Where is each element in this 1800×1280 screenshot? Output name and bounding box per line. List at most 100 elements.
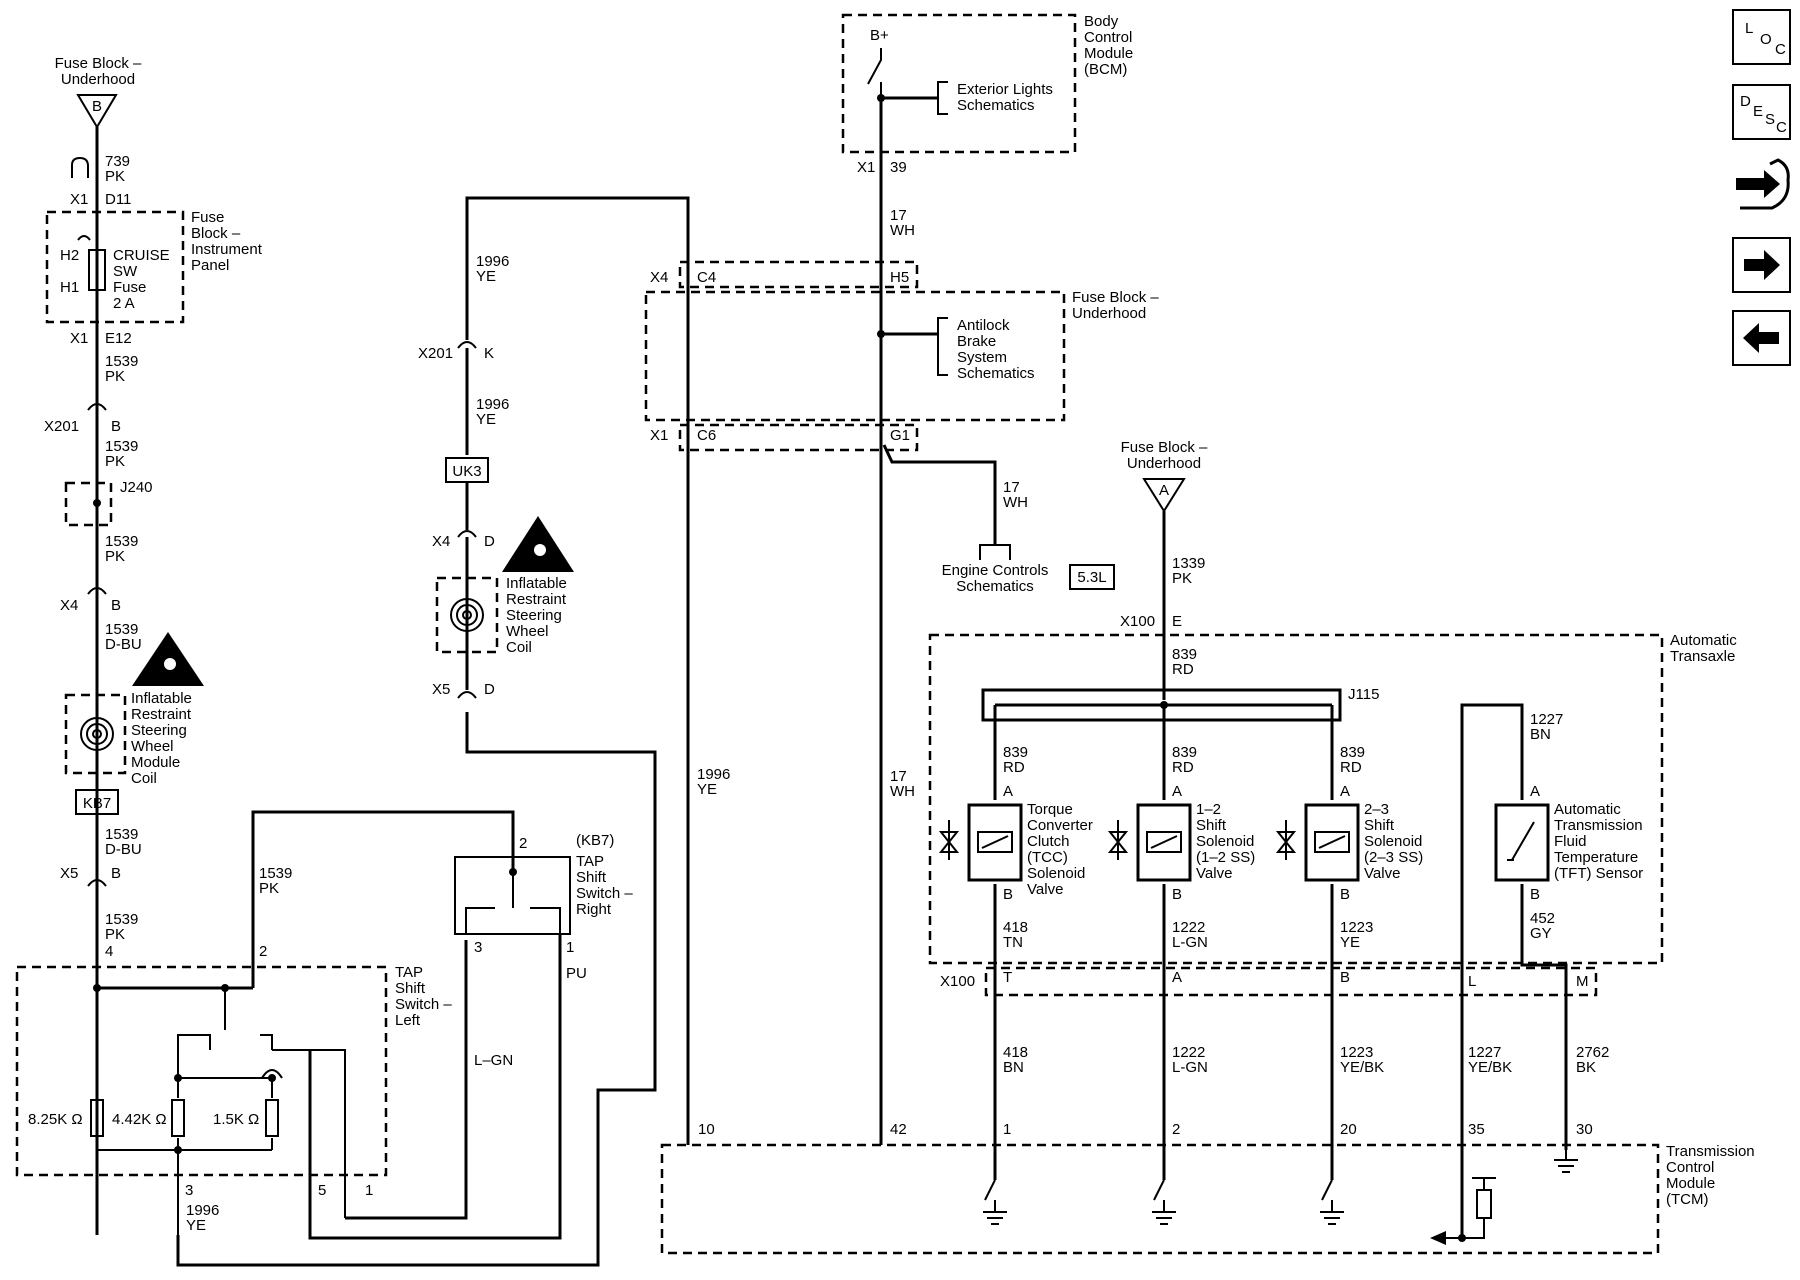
- ss23-wire-top-color: RD: [1340, 759, 1362, 776]
- x5-pin: B: [111, 865, 121, 882]
- desc-button[interactable]: D E S C: [1732, 84, 1791, 140]
- tcm-pin-m: 30: [1576, 1121, 1593, 1138]
- fuse-label-4: 2 A: [113, 295, 135, 312]
- tcc-driver-ground-icon: [983, 1179, 1007, 1225]
- bcm-switch: [867, 48, 882, 98]
- ss23-coil-slash: [1318, 835, 1346, 849]
- tft-pin-a: A: [1530, 783, 1540, 800]
- loc-button[interactable]: L O C: [1732, 9, 1791, 65]
- tap-right-pin-2: 2: [519, 835, 527, 852]
- ss23-label-2: Shift: [1364, 817, 1395, 834]
- tcm-pullup-resistor: [1476, 1189, 1492, 1219]
- ext-lights-1: Exterior Lights: [957, 81, 1053, 98]
- j115-splice-bar: [981, 688, 1342, 722]
- loc-letter-c: C: [1775, 41, 1786, 58]
- ss23-solenoid-box: [1304, 803, 1360, 882]
- hook-739: [71, 156, 89, 178]
- uk3-text: UK3: [452, 463, 481, 480]
- fuse-h2-hook: [77, 235, 91, 241]
- fuse-label-2: SW: [113, 263, 138, 280]
- fuse-block-b-triangle: [76, 94, 118, 129]
- x4-pin: B: [111, 597, 121, 614]
- tft-label-1: Automatic: [1554, 801, 1621, 818]
- fuse-label-1: CRUISE: [113, 247, 170, 264]
- tcc-label-4: (TCC): [1027, 849, 1068, 866]
- mid-coil-label-1: Inflatable: [506, 575, 567, 592]
- automatic-transaxle-box: [928, 633, 1664, 965]
- fb2-title-1: Fuse Block –: [1072, 289, 1159, 306]
- diagnostic-tools-button[interactable]: [1736, 158, 1790, 210]
- tap-left-wire-num: 1996: [186, 1202, 219, 1219]
- tap-right-title-4: Switch –: [576, 885, 633, 902]
- abs-bracket: [937, 317, 948, 376]
- w739-num: 739: [105, 153, 130, 170]
- clockspring-coil-icon: [80, 717, 114, 751]
- wire-tap-left-pin1: [272, 1049, 346, 1218]
- tap-left-title-4: Left: [395, 1012, 421, 1029]
- fba-title-1: Fuse Block –: [1121, 439, 1208, 456]
- resistor-1-5k: [265, 1099, 279, 1137]
- clockspring-coil-mid-core: [462, 610, 472, 620]
- tcc-wire-top-num: 839: [1003, 744, 1028, 761]
- solenoid-tcc: 839 RD A B Torque Converter Clutch (TCC)…: [938, 705, 1093, 1180]
- x1-top-label: X1: [70, 191, 88, 208]
- ss23-valve-icon: [1275, 820, 1297, 860]
- tft-wire-top-color: BN: [1530, 726, 1551, 743]
- cruise-fuse-symbol: [88, 249, 106, 291]
- diagnostic-arrow-icon: [1736, 170, 1780, 198]
- x201-connector: [87, 403, 107, 411]
- tcc-label-1: Torque: [1027, 801, 1073, 818]
- tcm-pin-l: 35: [1468, 1121, 1485, 1138]
- ss12-label-3: Solenoid: [1196, 833, 1254, 850]
- fuse-pin-h1: H1: [60, 279, 79, 296]
- ss12-coil-icon: [1146, 831, 1182, 853]
- wire-1996-ye-loop: [465, 196, 690, 1145]
- left-pin-2: 2: [259, 943, 267, 960]
- x1-bottom-label: X1: [70, 330, 88, 347]
- tcc-wire-bottom-num: 418: [1003, 919, 1028, 936]
- x201-pin: B: [111, 418, 121, 435]
- kb7-text: KB7: [83, 795, 111, 812]
- ss12-solenoid-box: [1136, 803, 1192, 882]
- tcc-label-6: Valve: [1027, 881, 1063, 898]
- fuse-ip-title-4: Panel: [191, 257, 229, 274]
- tcm-pin-42: 42: [890, 1121, 907, 1138]
- tap-right-title-1: (KB7): [576, 832, 614, 849]
- tap-right-pin-1: 1: [566, 939, 574, 956]
- tcc-pin-a: A: [1003, 783, 1013, 800]
- fuse-block-ip-box: [45, 210, 185, 324]
- ext-lights-bracket: [937, 81, 948, 115]
- fb2-x1-label: X1: [650, 427, 668, 444]
- fba-x100-pin: E: [1172, 613, 1182, 630]
- tcc-wire-top-color: RD: [1003, 759, 1025, 776]
- tcm-wire-m-num: 2762: [1576, 1044, 1609, 1061]
- j115-label: J115: [1348, 686, 1379, 703]
- fba-title-2: Underhood: [1127, 455, 1201, 472]
- x5-connector: [87, 879, 107, 887]
- resistor-bus-bottom: [96, 988, 272, 1151]
- previous-page-button[interactable]: [1732, 310, 1791, 366]
- engine-badge-text: 5.3L: [1077, 569, 1106, 586]
- fb2-x1-g1: G1: [890, 427, 910, 444]
- arrow-right-icon: [1744, 250, 1780, 280]
- wire-lgn-label: L–GN: [474, 1052, 513, 1069]
- w1539pk2-num: 1539: [259, 865, 292, 882]
- mid-x201-pin: K: [484, 345, 494, 362]
- coil-left-label-1: Inflatable: [131, 690, 192, 707]
- transaxle-title-1: Automatic: [1670, 632, 1737, 649]
- tap-right-contacts: [465, 907, 561, 935]
- bcm-title-3: Module: [1084, 45, 1133, 62]
- w739-color: PK: [105, 168, 125, 185]
- loc-letter-o: O: [1760, 31, 1772, 48]
- wrench-icon: [1740, 158, 1790, 210]
- mid-w1996-mid-color: YE: [476, 411, 496, 428]
- loc-button-frame: [1732, 9, 1791, 65]
- wire-tap-pin5-to-right-1: [308, 1040, 562, 1240]
- tft-label-5: (TFT) Sensor: [1554, 865, 1643, 882]
- ss12-coil-slash: [1150, 835, 1178, 849]
- next-page-button[interactable]: [1732, 237, 1791, 293]
- clockspring-coil-core: [92, 729, 102, 739]
- tcc-tcm-wire-color: BN: [1003, 1059, 1024, 1076]
- tcm-wire-l-num: 1227: [1468, 1044, 1501, 1061]
- engine-label-1: Engine Controls: [942, 562, 1049, 579]
